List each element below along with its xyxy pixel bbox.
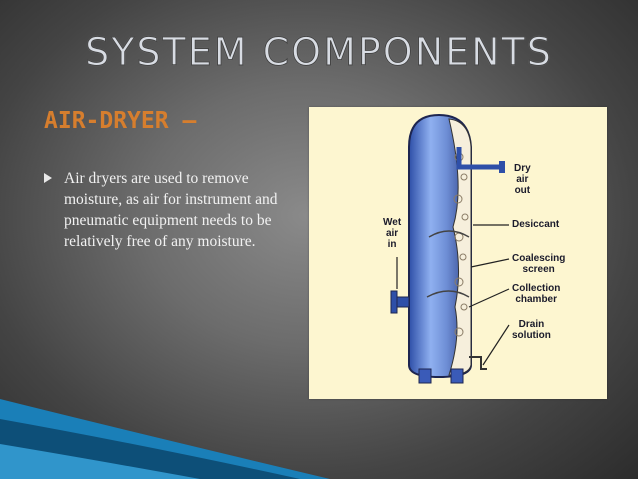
outlet-pipe — [456, 147, 505, 173]
label-coalescing-screen: Coalescing screen — [512, 253, 566, 275]
label-wet-air-in: Wet air in — [383, 217, 402, 250]
bullet-item: Air dryers are used to remove moisture, … — [44, 168, 304, 252]
label-collection-chamber: Collection chamber — [512, 283, 561, 305]
label-dry-air-out: Dry air out — [514, 163, 531, 196]
tank-body — [408, 113, 487, 384]
triangle-bullet-icon — [44, 173, 52, 183]
label-drain-solution: Drain solution — [512, 319, 551, 341]
slide-title: SYSTEM COMPONENTS — [85, 30, 553, 75]
label-desiccant: Desiccant — [512, 219, 560, 230]
air-dryer-diagram: Dry air out Wet air in Desiccant Coalesc… — [309, 107, 607, 399]
corner-swoosh-decoration — [0, 399, 330, 479]
bullet-text: Air dryers are used to remove moisture, … — [64, 170, 278, 250]
slide-subtitle: AIR-DRYER – — [44, 108, 197, 134]
inlet-pipe — [390, 290, 410, 314]
